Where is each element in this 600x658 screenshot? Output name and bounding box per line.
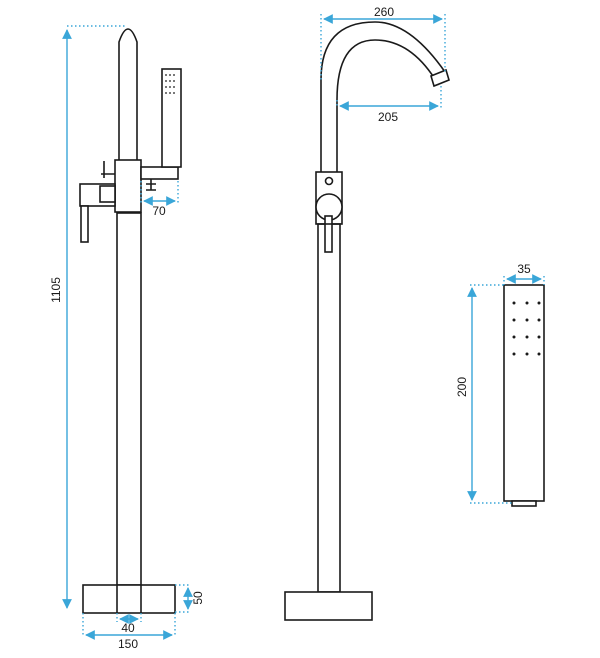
hand-shower-view — [503, 284, 545, 507]
hand-shower-body — [503, 284, 545, 502]
spout-side — [118, 28, 138, 160]
spout-gooseneck — [320, 21, 446, 172]
lever-knob — [99, 185, 116, 203]
front-lever — [324, 215, 333, 253]
dim-spout-reach: 260 — [320, 5, 446, 80]
dim-hand-shower-height: 200 — [455, 284, 512, 504]
label-base-height: 50 — [191, 591, 205, 605]
dim-base-width: 150 — [82, 613, 176, 651]
label-pipe-width: 40 — [121, 621, 135, 635]
shower-nozzles — [512, 301, 541, 356]
spout-tip — [430, 68, 450, 88]
dim-pipe-width: 40 — [116, 613, 142, 635]
column-pipe — [116, 212, 142, 586]
label-spout-reach: 260 — [374, 5, 394, 19]
label-spout-inner: 205 — [378, 110, 398, 124]
hand-shower-connector — [511, 500, 537, 507]
label-base-width: 150 — [118, 637, 138, 651]
front-view — [284, 21, 450, 621]
label-hand-shower-height: 200 — [455, 377, 469, 397]
holder-arm — [140, 166, 179, 180]
front-pipe — [317, 223, 341, 593]
dim-spout-inner: 205 — [336, 86, 442, 124]
front-base — [284, 591, 373, 621]
base-plate — [82, 584, 176, 614]
dim-base-height: 50 — [175, 584, 205, 613]
label-hand-shower-width: 35 — [517, 262, 531, 276]
dim-holder-offset: 70 — [140, 181, 179, 218]
diverter-valve — [146, 179, 156, 191]
dim-hand-shower-width: 35 — [503, 262, 545, 285]
lever-stem — [101, 161, 115, 178]
dim-height-total: 1105 — [49, 25, 125, 609]
shower-nozzles-side — [165, 74, 175, 94]
label-height-total: 1105 — [49, 277, 63, 303]
mixer-body — [114, 159, 142, 213]
hand-shower-side — [161, 68, 182, 168]
lever-handle — [80, 205, 89, 243]
front-valve-top — [324, 176, 334, 186]
side-view — [79, 28, 182, 614]
label-holder-offset: 70 — [152, 204, 166, 218]
